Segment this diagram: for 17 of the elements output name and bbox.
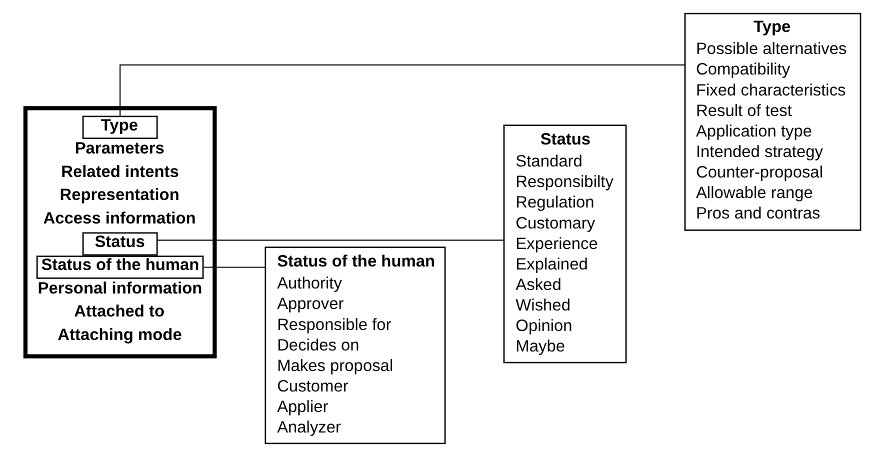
node-box: Status of the human bbox=[36, 256, 204, 279]
node-box: Type bbox=[82, 116, 158, 140]
node-box: Type Possible alternatives Compatibility Fixed characteristics Result of test Application type Intended strategy Counter-proposal Allowable range Pros and contras bbox=[684, 12, 862, 231]
node-text: Parameters bbox=[74, 140, 164, 158]
cluster bbox=[23, 106, 217, 358]
connector bbox=[204, 266, 266, 268]
node-text: Related intents bbox=[61, 162, 179, 181]
node-text: Access information bbox=[43, 209, 196, 228]
node-text: Representation bbox=[60, 186, 180, 204]
node-box: Status of the human Authority Approver Responsible for Decides on Makes proposal Customer Applier Analyzer bbox=[264, 246, 446, 444]
node-text: Attached to bbox=[74, 302, 165, 321]
node-text: Personal information bbox=[38, 279, 202, 298]
node-text: Attaching mode bbox=[58, 326, 182, 344]
node-box: Status bbox=[82, 232, 158, 256]
node-box: Status Standard Responsibilty Regulation Customary Experience Explained Asked Wished Opinion Maybe bbox=[503, 124, 627, 364]
connector bbox=[157, 240, 504, 241]
connector bbox=[120, 64, 685, 116]
